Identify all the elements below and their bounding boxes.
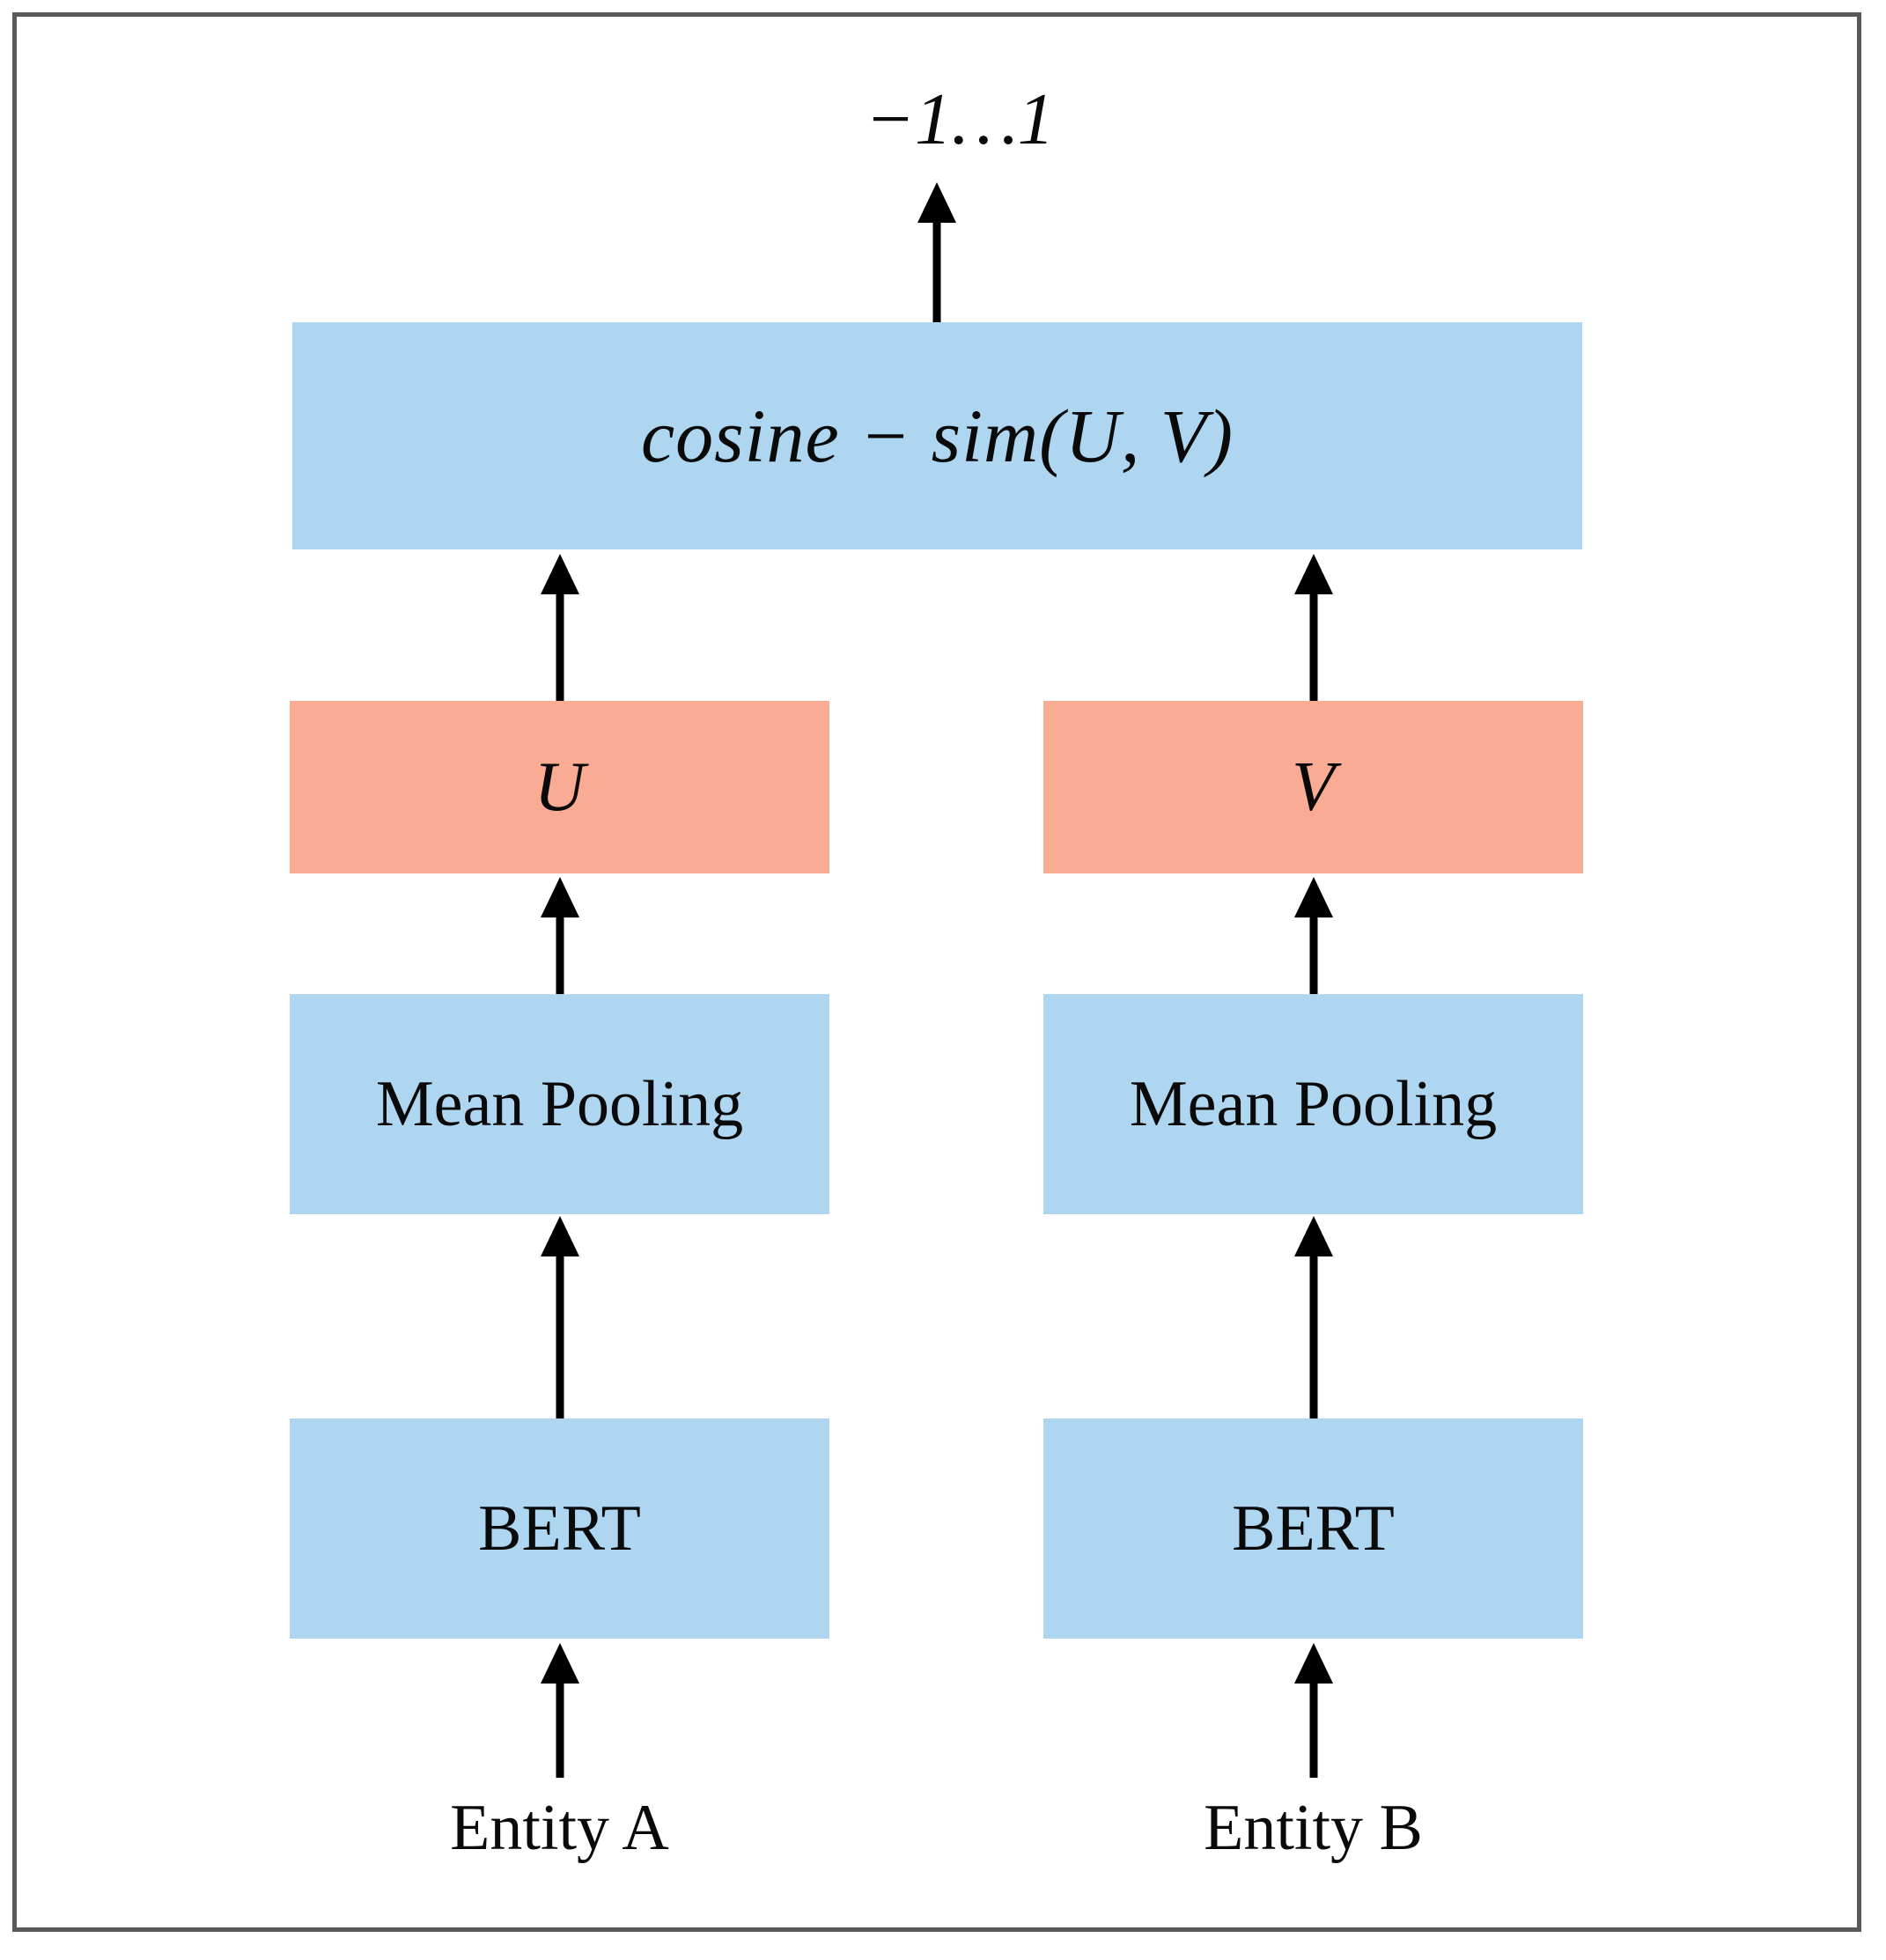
node-embedding-u[interactable]: U [290, 701, 829, 873]
node-mean-pooling-a[interactable]: Mean Pooling [290, 994, 829, 1214]
node-cosine-similarity-label: cosine − sim(U, V) [640, 394, 1234, 478]
node-mean-pooling-b-label: Mean Pooling [1129, 1068, 1498, 1140]
arrow-cosine-to-output [916, 181, 958, 323]
node-bert-a[interactable]: BERT [290, 1418, 829, 1639]
node-embedding-v-label: V [1292, 748, 1335, 826]
node-mean-pooling-b[interactable]: Mean Pooling [1043, 994, 1583, 1214]
arrow-entity-b-to-bert-b [1293, 1641, 1335, 1778]
node-mean-pooling-a-label: Mean Pooling [375, 1068, 744, 1140]
input-entity-a-label: Entity A [450, 1792, 669, 1864]
node-cosine-similarity[interactable]: cosine − sim(U, V) [292, 322, 1582, 549]
arrow-entity-a-to-bert-a [539, 1641, 581, 1778]
node-bert-a-label: BERT [478, 1492, 641, 1565]
output-range-label: −1…1 [865, 78, 1055, 160]
input-entity-b-label: Entity B [1204, 1792, 1423, 1864]
arrow-bert-b-to-pooling-b [1293, 1214, 1335, 1422]
arrow-u-to-cosine [539, 552, 581, 704]
arrow-pooling-b-to-v [1293, 875, 1335, 998]
node-bert-b[interactable]: BERT [1043, 1418, 1583, 1639]
node-bert-b-label: BERT [1232, 1492, 1395, 1565]
arrow-pooling-a-to-u [539, 875, 581, 998]
node-embedding-u-label: U [534, 748, 586, 826]
arrow-bert-a-to-pooling-a [539, 1214, 581, 1422]
figure-border: −1…1 cosine − sim(U, V) [12, 12, 1861, 1932]
node-embedding-v[interactable]: V [1043, 701, 1583, 873]
arrow-v-to-cosine [1293, 552, 1335, 704]
